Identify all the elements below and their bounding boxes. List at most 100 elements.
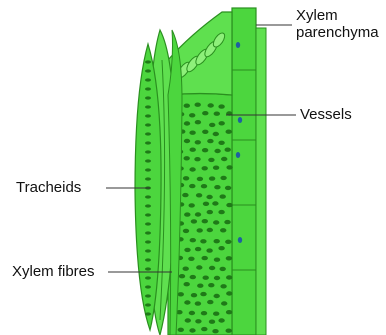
fibre-pit: [145, 249, 151, 252]
vessel-pit: [214, 239, 220, 243]
vessel-pit: [197, 228, 203, 232]
vessel-pit: [213, 220, 219, 224]
fibre-pit: [145, 123, 151, 126]
vessel-pit: [212, 329, 218, 333]
vessel-pit: [195, 247, 201, 251]
vessel-pit: [202, 111, 208, 115]
vessel-pit: [226, 203, 232, 207]
vessel-pit: [226, 130, 232, 134]
vessel-pit: [195, 319, 201, 323]
vessel-pit: [195, 212, 201, 216]
vessel-pit: [212, 201, 218, 205]
vessel-pit: [206, 248, 212, 252]
vessel-pit: [179, 274, 185, 278]
vessel-pit: [194, 157, 200, 161]
vessel-pit: [203, 202, 209, 206]
vessel-pit: [218, 141, 224, 145]
vessel-pit: [196, 193, 202, 197]
vessel-pit: [201, 184, 207, 188]
vessel-pit: [209, 123, 215, 127]
fibre-pit: [145, 150, 151, 153]
vessel-pit: [202, 148, 208, 152]
fibre-pit: [145, 168, 151, 171]
vessel-pit: [201, 327, 207, 331]
vessel-pit: [195, 140, 201, 144]
vessel-pit: [195, 301, 201, 305]
vessel-pit: [202, 130, 208, 134]
fibre-pit: [145, 258, 151, 261]
fibre-pit: [145, 78, 151, 81]
vessel-pit: [191, 293, 197, 297]
vessel-pit: [202, 219, 208, 223]
vessel-pit: [178, 292, 184, 296]
vessel-pit: [220, 228, 226, 232]
fibre-pit: [145, 276, 151, 279]
vessel-pit: [184, 156, 190, 160]
vessel-pit: [207, 139, 213, 143]
label-xylem-parenchyma-line2: parenchyma: [296, 24, 379, 41]
vessel-pit: [209, 320, 215, 324]
parenchyma-cell-strip: [232, 8, 256, 335]
vessel-pit: [184, 282, 190, 286]
vessel-pit: [178, 328, 184, 332]
fibre-pit: [145, 96, 151, 99]
vessel-pit: [214, 258, 220, 262]
vessel-pit: [184, 139, 190, 143]
vessel-pit: [202, 166, 208, 170]
vessel-pit: [184, 300, 190, 304]
vessel-pit: [202, 256, 208, 260]
vessel-pit: [225, 148, 231, 152]
vessel-pit: [226, 275, 232, 279]
vessel-pit: [188, 257, 194, 261]
vessel-pit: [214, 185, 220, 189]
vessel-pit: [226, 329, 232, 333]
fibre-pit: [145, 195, 151, 198]
vessel-pit: [184, 248, 190, 252]
vessel-pit: [200, 239, 206, 243]
vessel-pit: [218, 318, 224, 322]
fibre-pit: [145, 312, 151, 315]
fibre-pit: [145, 213, 151, 216]
vessel-pit: [209, 176, 215, 180]
label-vessels: Vessels: [300, 106, 352, 123]
vessel-pit: [219, 121, 225, 125]
vessel-pit: [190, 238, 196, 242]
vessel-pit: [201, 311, 207, 315]
vessel-pit: [218, 210, 224, 214]
vessel-pit: [226, 256, 232, 260]
fibre-pit: [145, 105, 151, 108]
vessel-pit: [213, 312, 219, 316]
fibre-pit: [145, 87, 151, 90]
label-xylem-parenchyma-line1: Xylem: [296, 7, 338, 24]
vessel-pit: [208, 158, 214, 162]
fibre-pit: [145, 159, 151, 162]
vessel-pit: [196, 265, 202, 269]
vessel-pit: [183, 176, 189, 180]
fibre-pit: [145, 231, 151, 234]
vessel-pit: [226, 165, 232, 169]
vessel-pit: [213, 132, 219, 136]
xylem-parenchyma-column: [232, 8, 266, 335]
vessel-pit: [190, 275, 196, 279]
fibre-pit: [145, 60, 151, 63]
vessel-pit: [190, 148, 196, 152]
vessel-pit: [214, 112, 220, 116]
vessel-pit: [221, 301, 227, 305]
vessel-pit: [220, 284, 226, 288]
fibre-pit: [145, 285, 151, 288]
vessel-pit: [184, 121, 190, 125]
vessel-pit: [207, 300, 213, 304]
vessel-pit: [221, 157, 227, 161]
vessel-pit: [213, 166, 219, 170]
vessel-pit: [183, 267, 189, 271]
vessel-pit: [214, 149, 220, 153]
fibre-pit: [145, 222, 151, 225]
vessel-pit: [206, 195, 212, 199]
vessel-pit: [218, 104, 224, 108]
vessel-pit: [224, 220, 230, 224]
vessel-pit: [226, 291, 232, 295]
fibre-pit: [145, 141, 151, 144]
fibre-pit: [145, 114, 151, 117]
vessel-pit: [225, 240, 231, 244]
